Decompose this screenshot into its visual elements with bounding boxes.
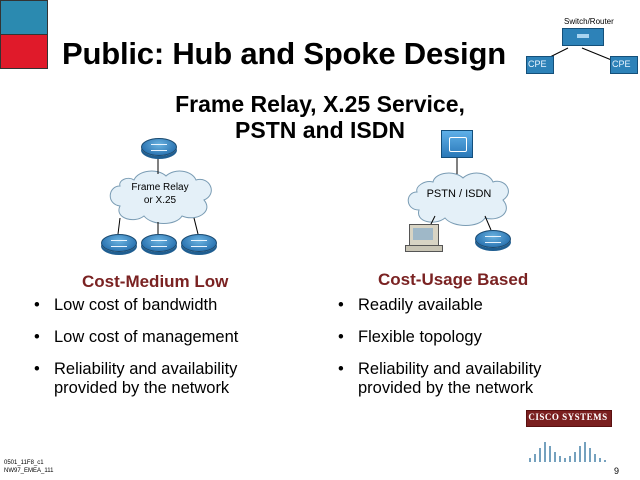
right-bullet-list: Readily available Flexible topology Reli… (334, 296, 634, 411)
cpe-right-label: CPE (612, 59, 631, 69)
bullet-text: Low cost of management (54, 328, 239, 346)
list-item: Readily available (334, 296, 634, 315)
page-title: Public: Hub and Spoke Design (62, 36, 506, 71)
cisco-bridge-icon (529, 442, 606, 462)
bullet-text-continued: provided by the network (358, 379, 534, 397)
corner-square-red (0, 34, 48, 69)
footer-code-1: 0501_11F8_c1 (4, 460, 44, 466)
cisco-logo-text: CISCO SYSTEMS (528, 412, 608, 422)
switch-router-icon (562, 28, 604, 46)
bullet-text: Reliability and availability (358, 360, 542, 378)
router-hub-icon (141, 138, 177, 156)
bullet-text: Low cost of bandwidth (54, 296, 218, 314)
bullet-text: Flexible topology (358, 328, 482, 346)
footer-code-2: NW97_EMEA_111 (4, 468, 54, 474)
frame-relay-diagram: Frame Relay or X.25 (90, 134, 230, 264)
frame-relay-cloud-label-1: Frame Relay (131, 182, 189, 193)
right-column-heading: Cost-Usage Based (378, 270, 529, 289)
cpe-left-label: CPE (528, 59, 547, 69)
router-spoke-2-icon (141, 234, 177, 252)
bullet-text: Reliability and availability (54, 360, 238, 378)
pstn-cloud (407, 154, 509, 231)
bullet-text-continued: provided by the network (54, 379, 230, 397)
subtitle-line-1: Frame Relay, X.25 Service, (175, 91, 465, 117)
left-bullet-list: Low cost of bandwidth Low cost of manage… (30, 296, 320, 411)
corner-square-teal (0, 0, 48, 35)
pstn-cloud-label: PSTN / ISDN (426, 188, 492, 200)
pc-icon (409, 224, 439, 246)
cpe-left-icon (526, 56, 554, 74)
frame-relay-cloud (109, 156, 212, 235)
top-right-diagram: Switch/Router CPE CPE (526, 16, 640, 74)
cpe-right-icon (610, 56, 638, 74)
switch-router-label: Switch/Router (564, 17, 614, 26)
pc-keyboard-icon (405, 245, 443, 252)
isdn-switch-icon (441, 130, 473, 158)
list-item: Low cost of management (30, 328, 320, 347)
list-item: Low cost of bandwidth (30, 296, 320, 315)
bullet-text: Readily available (358, 296, 483, 314)
list-item: Flexible topology (334, 328, 634, 347)
left-column-heading: Cost-Medium Low (82, 272, 229, 291)
router-spoke-3-icon (181, 234, 217, 252)
page-number: 9 (614, 466, 620, 476)
cisco-logo-text-bar (526, 410, 612, 427)
router-pstn-spoke-icon (475, 230, 511, 248)
subtitle-line-2: PSTN and ISDN (235, 117, 405, 143)
frame-relay-cloud-label-2: or X.25 (143, 195, 177, 206)
router-spoke-1-icon (101, 234, 137, 252)
cisco-logo: CISCO SYSTEMS (526, 410, 612, 466)
pstn-diagram: PSTN / ISDN (395, 130, 525, 260)
